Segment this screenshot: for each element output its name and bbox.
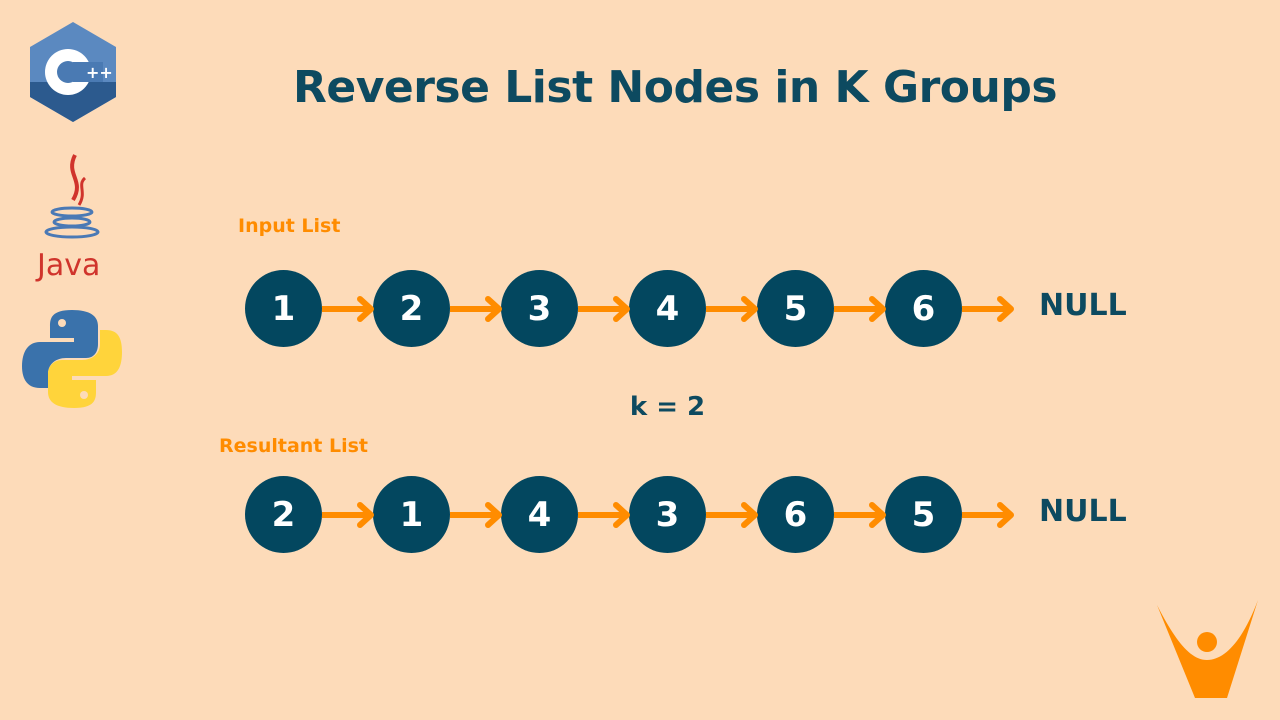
list-node: 5 xyxy=(757,270,834,347)
arrow-right-icon xyxy=(450,502,502,528)
list-node: 3 xyxy=(629,476,706,553)
list-node: 6 xyxy=(757,476,834,553)
arrow-right-icon xyxy=(578,296,630,322)
arrow-right-icon xyxy=(322,296,374,322)
list-node: 5 xyxy=(885,476,962,553)
arrow-right-icon xyxy=(450,296,502,322)
list-node: 3 xyxy=(501,270,578,347)
brand-logo-icon xyxy=(1157,600,1258,698)
list-node: 4 xyxy=(629,270,706,347)
list-node: 6 xyxy=(885,270,962,347)
page-title: Reverse List Nodes in K Groups xyxy=(292,62,1058,113)
python-logo-icon xyxy=(22,310,122,408)
arrow-right-icon xyxy=(578,502,630,528)
arrow-right-icon xyxy=(962,296,1014,322)
list-node: 2 xyxy=(245,476,322,553)
list-node: 1 xyxy=(373,476,450,553)
k-value: k = 2 xyxy=(629,392,706,422)
java-logo-text: Java xyxy=(35,248,100,282)
svg-text:++: ++ xyxy=(86,63,113,82)
null-terminator: NULL xyxy=(1039,288,1127,323)
arrow-right-icon xyxy=(322,502,374,528)
arrow-right-icon xyxy=(706,502,758,528)
null-terminator: NULL xyxy=(1039,494,1127,529)
list-node: 4 xyxy=(501,476,578,553)
cpp-logo-icon: ++ xyxy=(30,22,116,122)
resultant-list-label: Resultant List xyxy=(219,435,369,457)
arrow-right-icon xyxy=(706,296,758,322)
arrow-right-icon xyxy=(962,502,1014,528)
list-node: 1 xyxy=(245,270,322,347)
input-list-label: Input List xyxy=(238,215,341,237)
list-node: 2 xyxy=(373,270,450,347)
arrow-right-icon xyxy=(834,296,886,322)
arrow-right-icon xyxy=(834,502,886,528)
java-logo-icon: Java xyxy=(35,154,100,282)
